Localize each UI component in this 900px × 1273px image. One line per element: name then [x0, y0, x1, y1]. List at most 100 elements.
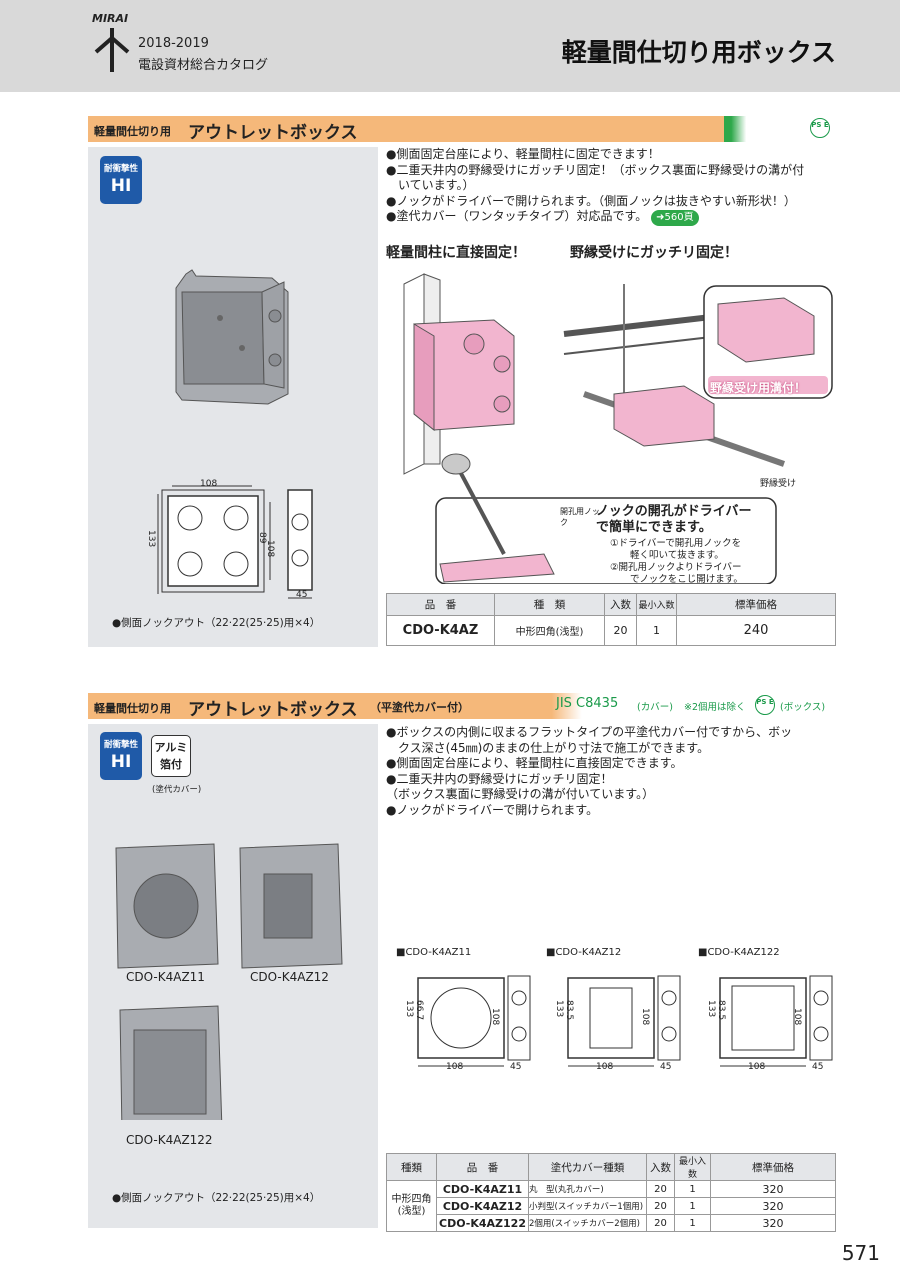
dim-d: 108: [640, 1008, 650, 1026]
table-row: CDO-K4AZ12 小判型(スイッチカバー1個用) 20 1 320: [387, 1197, 836, 1215]
page-number: 571: [841, 1241, 880, 1265]
section1-prefix: 軽量間仕切り用: [94, 125, 171, 138]
qty: 20: [646, 1214, 675, 1232]
bullet: クス深さ(45㎜)のままの仕上がり寸法で施工ができます。: [386, 740, 710, 755]
dim-s: 45: [510, 1062, 522, 1072]
groove-callout-label: 野縁受け用溝付！: [710, 381, 807, 395]
photo-label-12: CDO-K4AZ12: [250, 970, 329, 984]
col-header: 塗代カバー種類: [528, 1153, 647, 1181]
knock-step2b: でノックをこじ開けます。: [630, 574, 743, 585]
min-qty: 1: [674, 1214, 711, 1232]
hi-badge: 耐衝撃性 HI: [100, 732, 142, 780]
drawing-title: ■CDO-K4AZ122: [698, 947, 780, 958]
section1-knockout-note: ●側面ノックアウト（22·22(25·25)用×4）: [112, 617, 321, 629]
dim-depth2: 108: [265, 540, 275, 558]
dim-w: 108: [748, 1062, 766, 1072]
bullet: ●ノックがドライバーで開けられます。（側面ノックは抜きやすい新形状！）: [386, 193, 796, 208]
col-header: 種 類: [494, 593, 605, 616]
bullet: ●ノックがドライバーで開けられます。: [386, 802, 599, 817]
min-qty: 1: [674, 1180, 711, 1198]
price: 320: [710, 1197, 836, 1215]
section1-spec-table: 品 番 種 類 入数 最小入数 標準価格 CDO-K4AZ 中形四角(浅型) 2…: [386, 593, 836, 646]
cover-type: 丸 型(丸孔カバー): [528, 1180, 647, 1198]
dim-depth1: 89: [257, 532, 267, 544]
drawing-title: ■CDO-K4AZ11: [396, 947, 472, 958]
subheading-nobuchi: 野縁受けにガッチリ固定！: [570, 245, 738, 261]
bullet: ●二重天井内の野縁受けにガッチリ固定！（ボックス裏面に野縁受けの溝が付: [386, 162, 805, 177]
knock-step2a: ②開孔用ノックよりドライバー: [610, 562, 742, 573]
bullet: ●側面固定台座により、軽量間柱に直接固定できます。: [386, 756, 683, 770]
knock-small-label: 開孔用ノック: [560, 507, 600, 527]
page-header: [0, 0, 900, 92]
section2-dimension-drawings: [417, 975, 833, 1067]
bullet: いています。）: [386, 178, 475, 192]
qty: 20: [604, 615, 637, 646]
col-header: 入数: [646, 1153, 675, 1181]
page-title: 軽量間仕切り用ボックス: [561, 38, 836, 67]
bullet: ●塗代カバー（ワンタッチタイプ）対応品です。: [386, 209, 648, 223]
dim-m: 83.5: [716, 1000, 726, 1021]
dim-d: 108: [490, 1008, 500, 1026]
dim-w: 108: [596, 1062, 614, 1072]
cover-type: 小判型(スイッチカバー1個用): [528, 1197, 647, 1215]
catalog-name: 電設資材総合カタログ: [138, 58, 269, 73]
price: 240: [676, 615, 836, 646]
catalog-year: 2018-2019: [138, 36, 209, 51]
section2-spec-table: 種類 品 番 塗代カバー種類 入数 最小入数 標準価格 中形四角(浅型) CDO…: [386, 1153, 836, 1232]
product-code: CDO-K4AZ11: [436, 1180, 529, 1198]
photo-label-11: CDO-K4AZ11: [126, 970, 205, 984]
aluminum-foil-badge: アルミ箔付: [151, 735, 191, 777]
col-header: 品 番: [436, 1153, 529, 1181]
section2-suffix: （平塗代カバー付）: [370, 701, 469, 714]
jis-note2: ※2個用は除く: [684, 702, 746, 713]
section1-header: 軽量間仕切り用 アウトレットボックス: [88, 116, 836, 143]
jis-note3: (ボックス): [780, 702, 826, 713]
dim-h: 133: [404, 1000, 414, 1018]
section2-knockout-note: ●側面ノックアウト（22·22(25·25)用×4）: [112, 1192, 321, 1204]
knock-title2: で簡単にできます。: [596, 520, 712, 535]
col-header: 最小入数: [674, 1153, 711, 1181]
min-qty: 1: [636, 615, 677, 646]
subheading-stud: 軽量間柱に直接固定！: [386, 245, 526, 261]
pse-mark-icon: PS E: [755, 695, 775, 715]
hi-badge: 耐衝撃性 HI: [100, 156, 142, 204]
knock-title1: ノックの開孔がドライバー: [596, 504, 752, 519]
dim-s: 45: [660, 1062, 672, 1072]
page-ref-label: 560頁: [664, 212, 694, 223]
product-code: CDO-K4AZ122: [436, 1214, 529, 1232]
pse-mark-icon: PS E: [810, 118, 830, 138]
cover-type: 2個用(スイッチカバー2個用): [528, 1214, 647, 1232]
brand-logo-text: MIRAI: [92, 12, 129, 25]
bullet: ●ボックスの内側に収まるフラットタイプの平塗代カバー付ですから、ボッ: [386, 725, 793, 739]
nobuchi-label: 野縁受け: [760, 479, 797, 489]
table-row: 中形四角(浅型) CDO-K4AZ11 丸 型(丸孔カバー) 20 1 320: [386, 1180, 836, 1232]
price: 320: [710, 1180, 836, 1198]
section2-prefix: 軽量間仕切り用: [94, 702, 171, 715]
jis-mark: JIS C8435: [556, 696, 619, 711]
box-photo: [175, 269, 289, 405]
col-header: 標準価格: [676, 593, 836, 616]
dim-h: 133: [554, 1000, 564, 1018]
section2-title: アウトレットボックス: [188, 700, 358, 720]
col-header: 標準価格: [710, 1153, 836, 1181]
jis-note1: (カバー): [637, 702, 673, 713]
section2-header: 軽量間仕切り用 アウトレットボックス （平塗代カバー付）: [88, 693, 836, 720]
badge-label: 耐衝撃性: [103, 740, 138, 750]
product-code: CDO-K4AZ12: [436, 1197, 529, 1215]
page-ref-link[interactable]: ➜560頁: [651, 210, 699, 226]
section1-title: アウトレットボックス: [188, 123, 358, 143]
bullet: （ボックス裏面に野縁受けの溝が付いています。）: [386, 787, 655, 801]
dimension-drawing: [157, 485, 313, 599]
dim-m: 66.7: [414, 1000, 424, 1021]
badge-label: 耐衝撃性: [103, 164, 138, 174]
dim-width: 108: [200, 479, 218, 489]
section2-photo-panel: [88, 724, 378, 1228]
badge-value: HI: [110, 176, 132, 196]
qty: 20: [646, 1197, 675, 1215]
product-code: CDO-K4AZ: [386, 615, 495, 646]
dim-m: 83.5: [564, 1000, 574, 1021]
product-photos: [115, 843, 343, 1120]
col-header: 品 番: [386, 593, 495, 616]
section1-bullets: ●側面固定台座により、軽量間柱に固定できます！ ●二重天井内の野縁受けにガッチリ…: [386, 147, 836, 226]
dim-side: 45: [296, 590, 308, 600]
